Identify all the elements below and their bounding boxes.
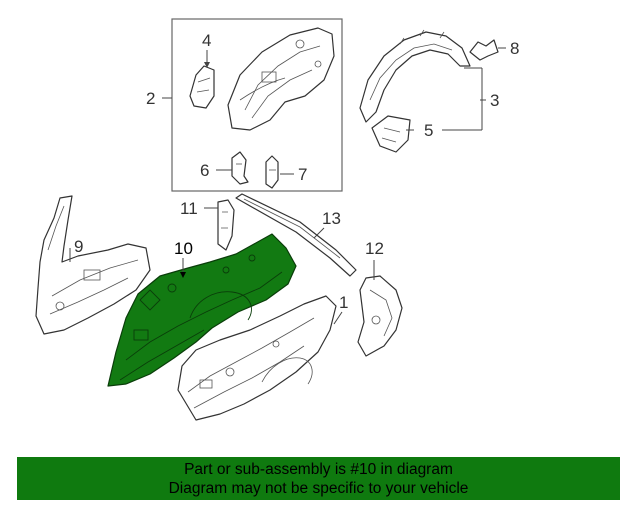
- banner-line-2: Diagram may not be specific to your vehi…: [168, 480, 469, 497]
- callout-4: 4: [202, 31, 211, 50]
- part-4-bracket[interactable]: [189, 65, 215, 109]
- part-5-bracket[interactable]: [371, 115, 411, 153]
- part-8-clip[interactable]: [469, 39, 499, 61]
- callout-8: 8: [510, 39, 519, 58]
- banner-line-1: Part or sub-assembly is #10 in diagram: [184, 461, 453, 478]
- part-11-panel[interactable]: [217, 199, 235, 251]
- callout-7: 7: [298, 165, 307, 184]
- callout-1: 1: [339, 293, 348, 312]
- callout-3: 3: [490, 91, 499, 110]
- leader-lines: [69, 47, 506, 325]
- exploded-parts-diagram: 2 4 6 7 8 3 5 9 11 13 12 1 10: [35, 18, 519, 421]
- callout-2: 2: [146, 89, 155, 108]
- part-1-side-panel[interactable]: [177, 295, 337, 421]
- callout-12: 12: [365, 239, 384, 258]
- part-7-bracket[interactable]: [265, 155, 279, 189]
- part-12-extension[interactable]: [357, 275, 403, 357]
- callout-10-highlighted: 10: [174, 239, 193, 258]
- part-2-wheelhouse-inner[interactable]: [227, 27, 335, 131]
- part-3-wheelhouse-outer[interactable]: [359, 29, 471, 123]
- part-13-rail[interactable]: [235, 193, 357, 277]
- callout-5: 5: [424, 121, 433, 140]
- callout-13: 13: [322, 209, 341, 228]
- callout-9: 9: [74, 237, 83, 256]
- callout-11: 11: [180, 199, 198, 218]
- part-10-highlighted[interactable]: [107, 233, 297, 387]
- part-6-bracket[interactable]: [231, 151, 249, 185]
- part-9-quarter-inner[interactable]: [35, 195, 151, 335]
- part-2-group-box: [171, 18, 343, 192]
- info-banner: Part or sub-assembly is #10 in diagram D…: [17, 457, 620, 500]
- callout-6: 6: [200, 161, 209, 180]
